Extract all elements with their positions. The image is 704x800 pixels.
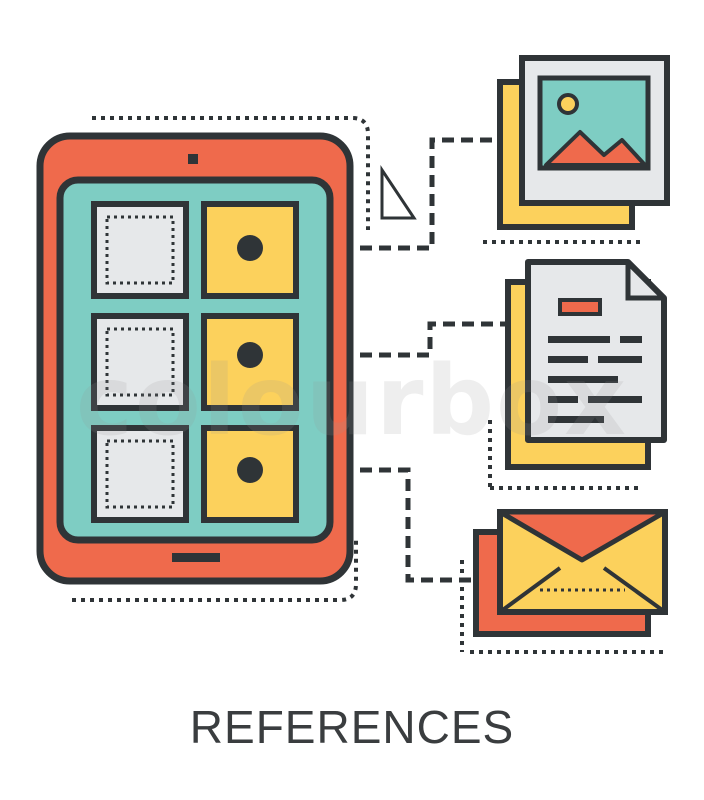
document-icon (505, 259, 667, 470)
envelope-icon (473, 509, 668, 637)
folded-corner-mark (380, 165, 417, 220)
image-file-icon (497, 55, 670, 230)
dotted-shadow-lines (72, 116, 665, 654)
tablet-icon (36, 132, 354, 585)
placeholder-cells (91, 201, 189, 523)
link-cells (201, 201, 299, 523)
caption-title: REFERENCES (189, 701, 515, 753)
